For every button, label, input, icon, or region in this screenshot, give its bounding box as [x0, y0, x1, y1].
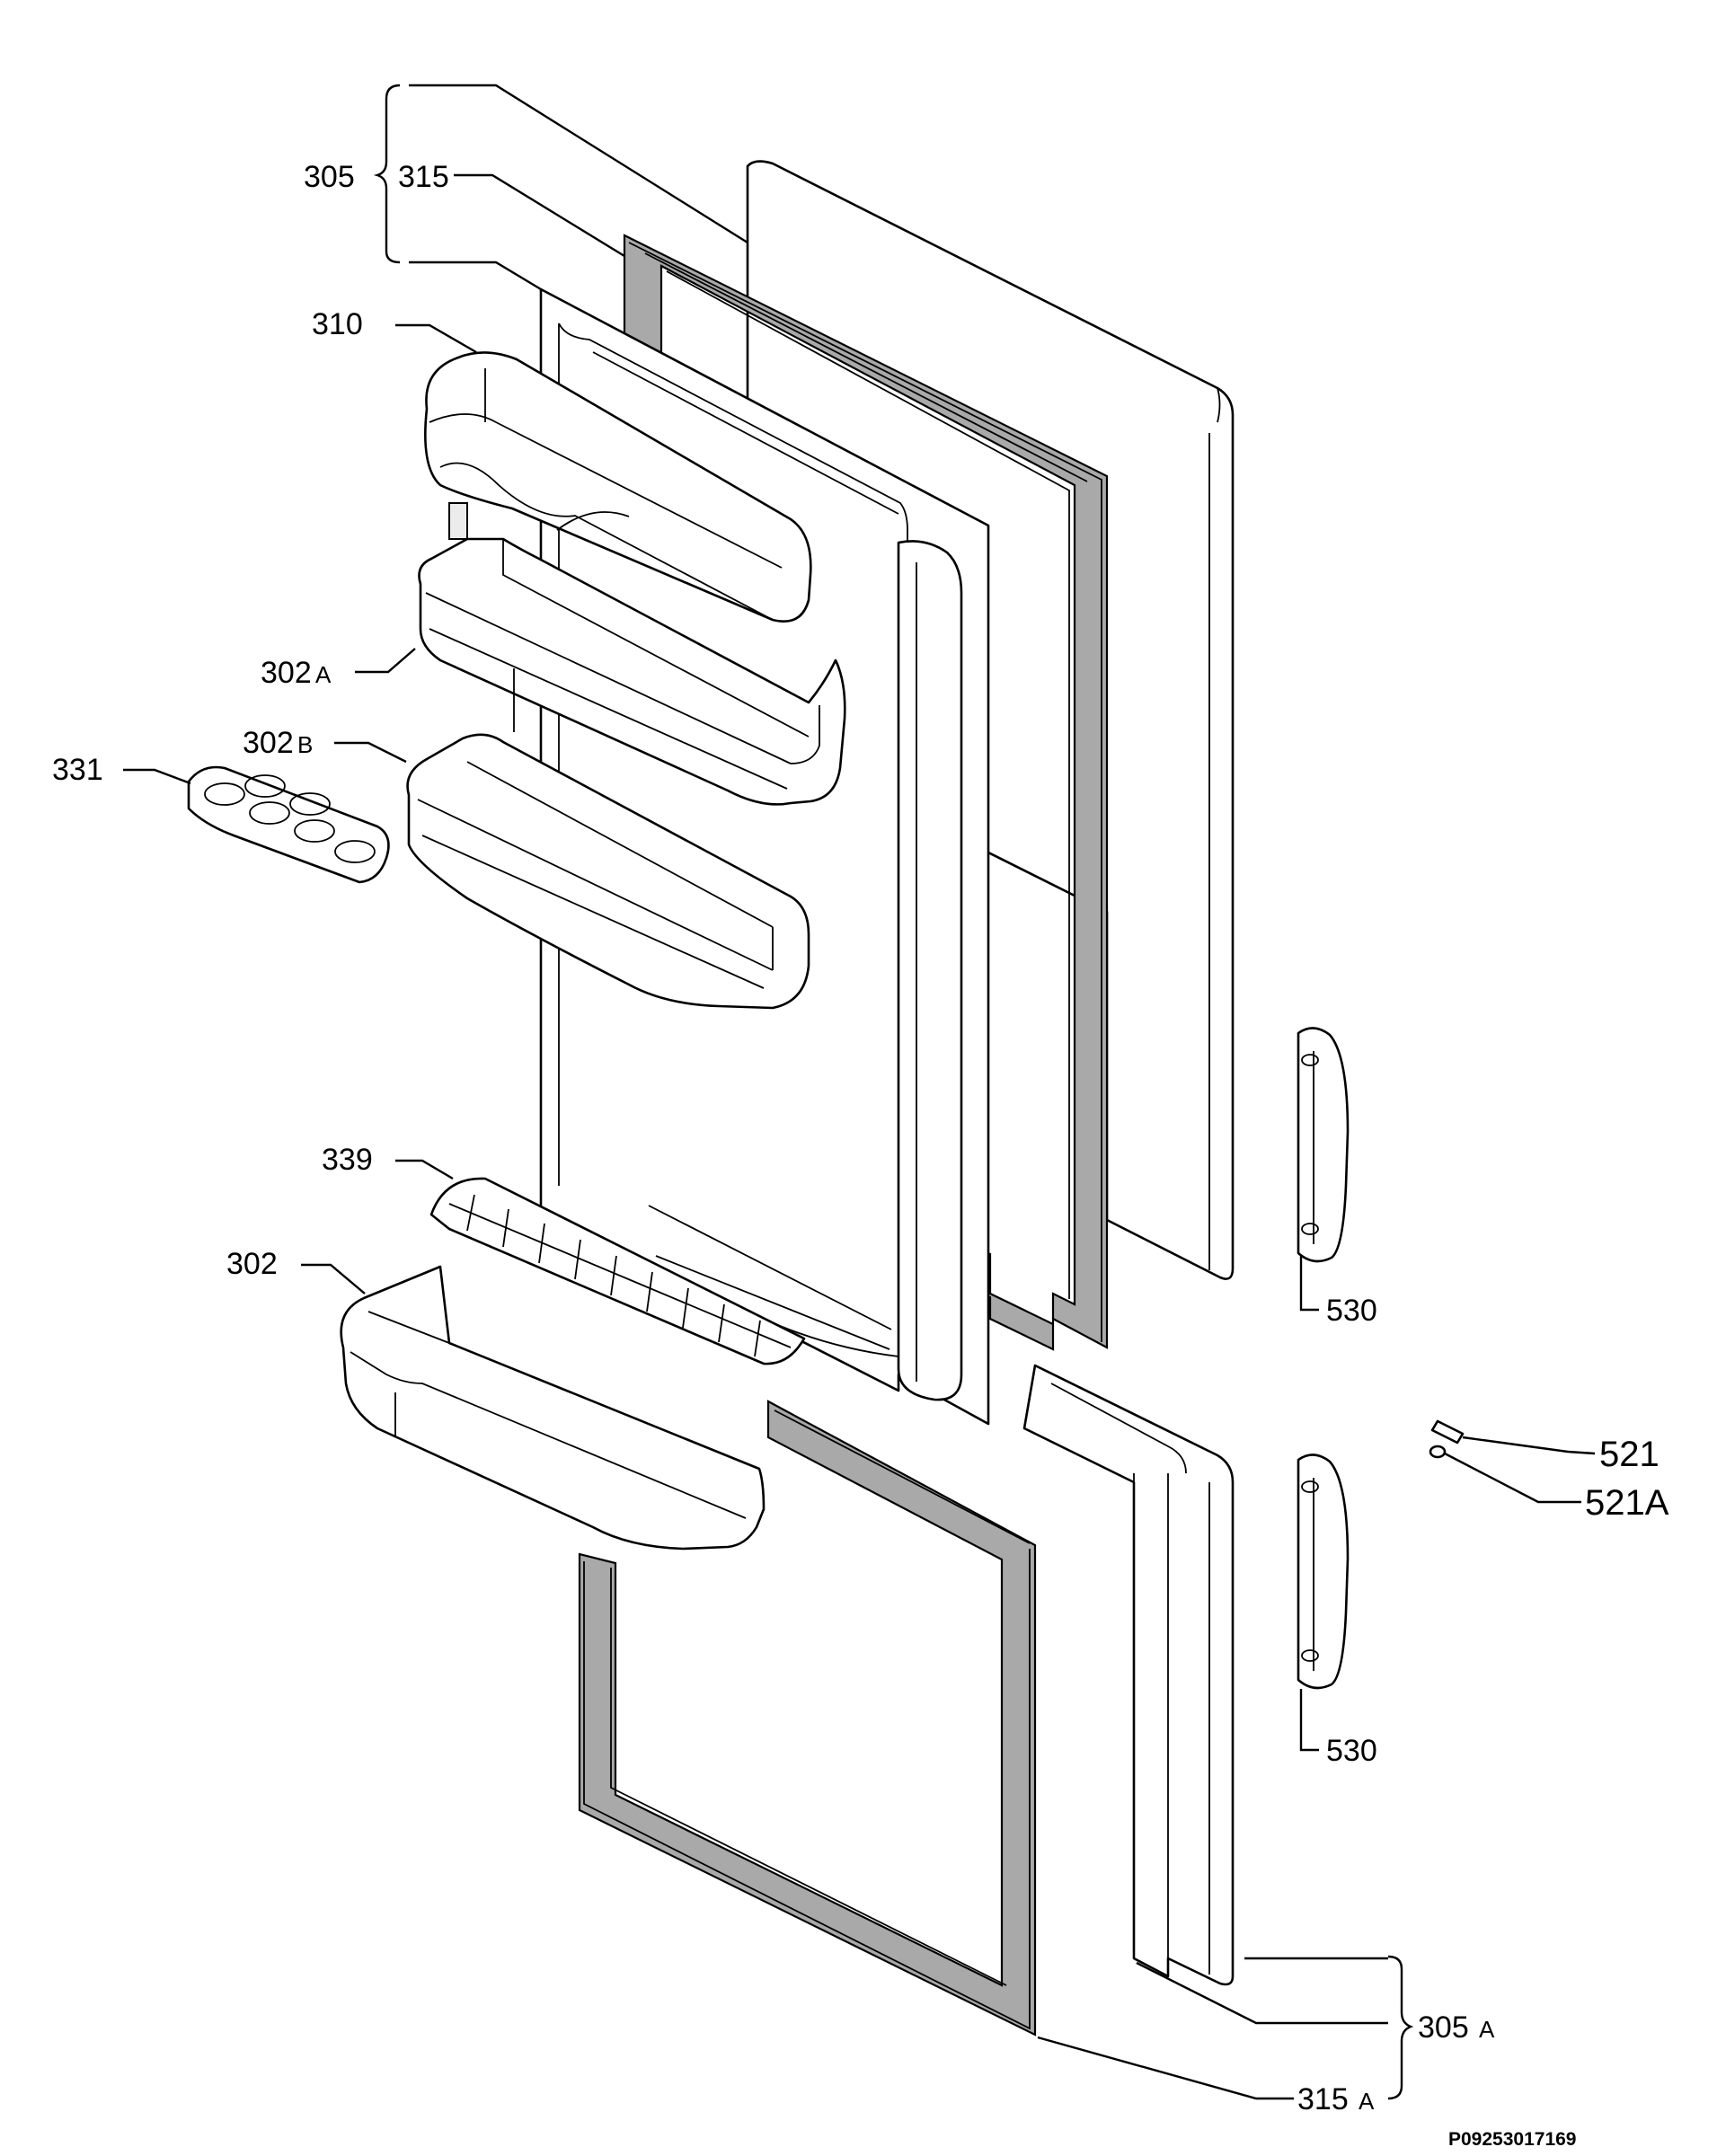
upper-door-liner	[539, 287, 990, 1426]
egg-tray	[187, 765, 390, 884]
label-521: 521	[1599, 1435, 1660, 1474]
label-315: 315	[398, 160, 449, 194]
bottle-grid	[429, 1177, 806, 1365]
screw-521	[1430, 1419, 1465, 1445]
label-305: 305	[304, 160, 355, 194]
label-331: 331	[52, 753, 103, 787]
label-521a: 521A	[1585, 1483, 1669, 1523]
butter-compartment	[424, 351, 812, 623]
label-305a-number: 305	[1418, 2010, 1469, 2045]
label-339: 339	[322, 1143, 373, 1177]
label-530-upper: 530	[1326, 1294, 1377, 1328]
label-530-lower: 530	[1326, 1734, 1377, 1768]
label-302b-suffix: B	[297, 731, 313, 758]
lower-door-panel	[1022, 1364, 1235, 1986]
label-310: 310	[312, 307, 363, 341]
door-shelf-302a	[418, 537, 846, 806]
label-302: 302	[226, 1247, 278, 1281]
bottle-shelf-302	[340, 1265, 766, 1551]
label-315a-number: 315	[1297, 2082, 1349, 2116]
label-302b-number: 302	[243, 726, 294, 760]
washer-521a	[1429, 1445, 1447, 1459]
door-shelf-302b	[406, 733, 810, 1010]
label-302a-number: 302	[261, 656, 312, 690]
upper-door-panel	[746, 160, 1235, 1280]
handle-upper	[1297, 1027, 1350, 1263]
diagram-code: P09253017169	[1448, 2129, 1576, 2150]
leader-lines	[123, 84, 1596, 2100]
label-305a-suffix: A	[1479, 2016, 1495, 2043]
lower-door-gasket	[578, 1400, 1037, 2037]
callout-labels: 305 315 310 302 A 302 B 331 339 302 530 …	[52, 160, 1669, 2150]
label-302a-suffix: A	[315, 661, 332, 688]
label-315a-suffix: A	[1359, 2088, 1375, 2115]
handle-lower	[1297, 1454, 1350, 1690]
